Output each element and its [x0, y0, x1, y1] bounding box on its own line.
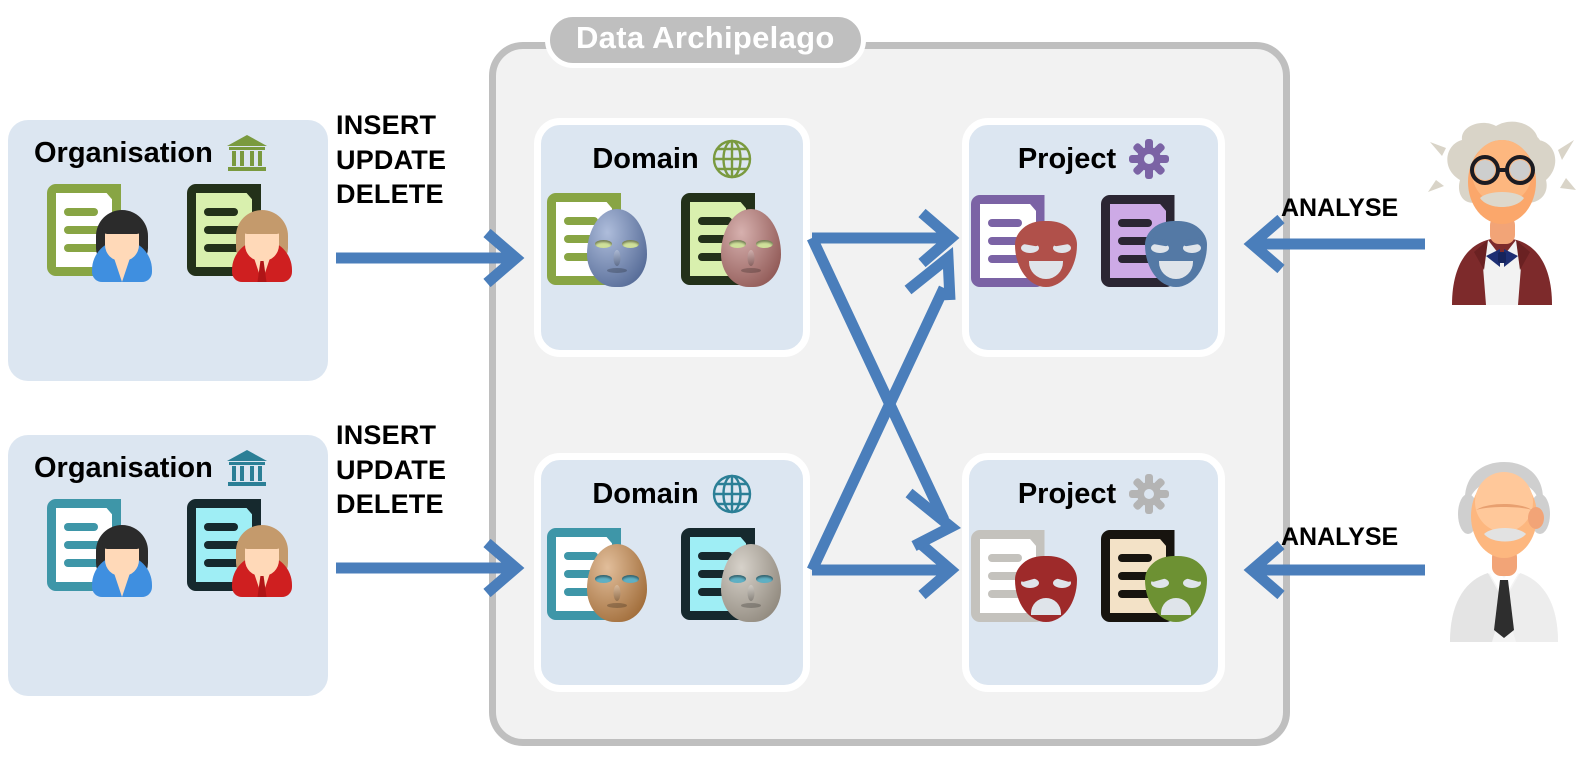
- record-doc-person: [47, 499, 163, 599]
- person-avatar-woman: [89, 206, 155, 282]
- project-box-1[interactable]: Project: [962, 118, 1225, 357]
- bank-icon: [226, 449, 268, 487]
- globe-icon: [712, 474, 752, 514]
- project-title-1: Project: [969, 139, 1218, 179]
- project-records-1: [969, 195, 1218, 295]
- domain-box-2[interactable]: Domain: [534, 453, 810, 692]
- anonymised-face-icon: [587, 209, 647, 287]
- organisation-label-1: Organisation: [34, 136, 213, 169]
- domain-title-2: Domain: [541, 474, 803, 514]
- gear-icon: [1129, 139, 1170, 179]
- tragedy-mask-icon: [1014, 556, 1077, 622]
- project-records-2: [969, 530, 1218, 630]
- domain-records-1: [541, 193, 803, 293]
- project-box-2[interactable]: Project: [962, 453, 1225, 692]
- scientist-avatar-einstein: [1428, 120, 1576, 305]
- project-label-1: Project: [1017, 142, 1117, 175]
- gear-icon: [1129, 474, 1170, 514]
- analyse-label-2: ANALYSE: [1281, 523, 1399, 551]
- record-doc-mask: [1100, 195, 1217, 295]
- person-avatar-man: [229, 206, 295, 282]
- record-doc-person: [187, 499, 303, 599]
- record-doc-mask: [1100, 530, 1217, 630]
- analyse-label-1: ANALYSE: [1281, 194, 1399, 222]
- organisation-box-1[interactable]: Organisation: [8, 120, 328, 381]
- record-doc-person: [187, 184, 303, 284]
- record-doc-mask: [681, 528, 797, 628]
- domain-title-1: Domain: [541, 139, 803, 179]
- project-label-2: Project: [1017, 477, 1117, 510]
- domain-records-2: [541, 528, 803, 628]
- organisation-records-1: [8, 184, 328, 284]
- domain-label-2: Domain: [592, 477, 699, 510]
- anonymised-face-icon: [721, 209, 781, 287]
- tragedy-mask-icon: [1144, 556, 1207, 622]
- data-archipelago-label: Data Archipelago: [545, 12, 866, 68]
- record-doc-mask: [547, 193, 663, 293]
- person-avatar-man: [229, 521, 295, 597]
- bank-icon: [226, 134, 268, 172]
- organisation-records-2: [8, 499, 328, 599]
- scientist-avatar-doctor: [1432, 452, 1577, 642]
- anonymised-face-icon: [587, 544, 647, 622]
- domain-label-1: Domain: [592, 142, 699, 175]
- organisation-label-2: Organisation: [34, 451, 213, 484]
- operations-label-2: INSERT UPDATE DELETE: [336, 420, 447, 520]
- organisation-title-2: Organisation: [8, 449, 328, 487]
- comedy-mask-icon: [1014, 221, 1077, 287]
- domain-box-1[interactable]: Domain: [534, 118, 810, 357]
- record-doc-mask: [681, 193, 797, 293]
- record-doc-mask: [547, 528, 663, 628]
- organisation-box-2[interactable]: Organisation: [8, 435, 328, 696]
- record-doc-person: [47, 184, 163, 284]
- globe-icon: [712, 139, 752, 179]
- operations-label-1: INSERT UPDATE DELETE: [336, 110, 447, 210]
- person-avatar-woman: [89, 521, 155, 597]
- organisation-title-1: Organisation: [8, 134, 328, 172]
- anonymised-face-icon: [721, 544, 781, 622]
- record-doc-mask: [970, 195, 1087, 295]
- comedy-mask-icon: [1144, 221, 1207, 287]
- record-doc-mask: [970, 530, 1087, 630]
- project-title-2: Project: [969, 474, 1218, 514]
